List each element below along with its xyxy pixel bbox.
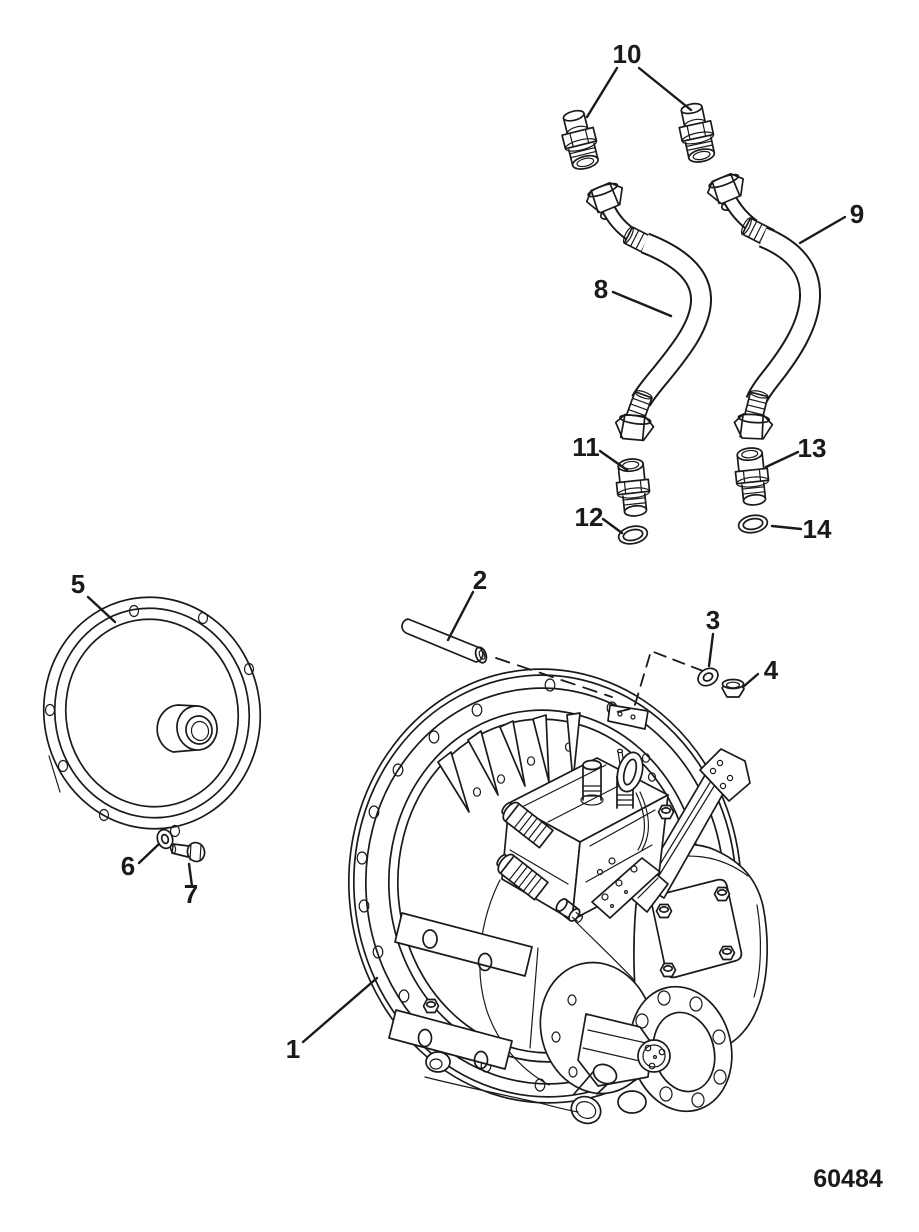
callout-5: 5 [71,569,85,599]
case-edge [479,879,550,1086]
callout-4: 4 [764,655,779,685]
part-4-plug [721,678,745,698]
drain-plug [424,1051,647,1125]
part-8-hose [582,178,712,444]
plug-alignment-dashed-line [612,650,704,714]
callout-6: 6 [121,851,135,881]
leader-5 [86,595,117,624]
leader-7 [187,862,194,888]
leader-3 [707,632,715,668]
callout-3: 3 [706,605,720,635]
leader-6 [137,842,161,865]
part-2-pin [401,618,488,664]
part-9-hose [703,169,821,442]
callout-13: 13 [798,433,827,463]
callout-8: 8 [594,274,608,304]
flange-bolt-holes [356,678,618,1092]
leader-9 [798,215,847,245]
leader-13 [764,450,800,469]
callout-2: 2 [473,565,487,595]
callout-9: 9 [850,199,864,229]
callout-12: 12 [575,502,604,532]
housing-ribs [437,712,581,813]
shift-bracket [629,748,751,913]
leader-lines [86,66,847,1044]
leader-4 [741,672,760,689]
leader-10 [585,66,693,119]
callout-10: 10 [613,39,642,69]
leader-1 [301,976,379,1044]
leader-11 [598,449,629,472]
callout-14: 14 [803,514,832,544]
control-valve-assembly [491,748,675,924]
leader-12 [601,517,624,535]
part-3-washer [697,667,719,687]
callout-1: 1 [286,1034,300,1064]
part-5-drive-plate [42,596,262,838]
callout-11: 11 [572,432,600,462]
leader-14 [770,524,803,531]
drawing-number: 60484 [813,1165,883,1193]
part-1-transmission-assembly [347,668,768,1125]
leader-2 [446,590,475,642]
mounting-bracket-arms [388,912,533,1070]
part-7-screw [169,841,206,863]
leader-8 [611,290,673,318]
callout-7: 7 [184,879,198,909]
pin-alignment-dashed-line [495,657,613,698]
part-6-washer [156,828,174,850]
